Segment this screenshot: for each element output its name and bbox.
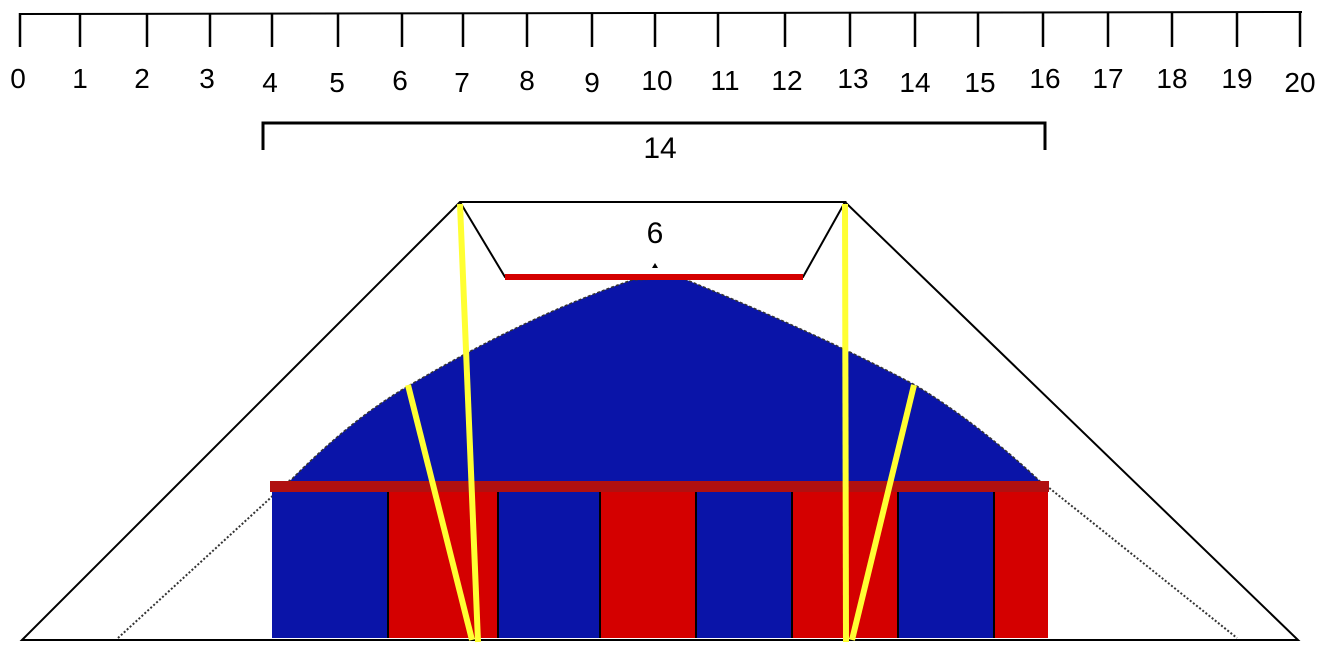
ruler-tick-label: 10 — [641, 65, 672, 96]
ruler: 0 1 2 3 4 5 6 7 8 9 10 11 12 13 14 15 16… — [10, 11, 1316, 98]
yellow-guy-left — [405, 384, 475, 641]
tent-walls — [272, 490, 1048, 638]
ruler-tick-label: 15 — [964, 67, 995, 98]
ruler-tick-label: 20 — [1284, 67, 1315, 98]
inner-slope-right — [1042, 482, 1238, 639]
ruler-tick-label: 18 — [1156, 63, 1187, 94]
eave-beam — [270, 481, 1049, 492]
wall-stripe — [696, 490, 792, 638]
yellow-guy-right — [849, 384, 917, 641]
yellow-pole-right — [842, 203, 849, 643]
wall-stripe — [994, 490, 1048, 638]
yellow-pole-left — [457, 203, 481, 643]
ruler-tick-label: 1 — [72, 63, 88, 94]
width-label: 14 — [643, 132, 676, 165]
ruler-tick-label: 8 — [519, 65, 535, 96]
top-dimension: 6 — [459, 201, 847, 280]
ruler-tick-label: 12 — [771, 65, 802, 96]
wall-stripe — [898, 490, 994, 638]
ruler-tick-label: 0 — [10, 63, 26, 94]
wall-stripe — [272, 490, 388, 638]
ruler-tick-label: 19 — [1221, 63, 1252, 94]
ruler-tick-label: 13 — [837, 63, 868, 94]
ruler-tick-label: 6 — [392, 65, 408, 96]
width-bracket — [261, 121, 1047, 150]
inner-slope-left — [117, 479, 291, 639]
ruler-tick-label: 4 — [262, 67, 278, 98]
ruler-tick-label: 17 — [1092, 63, 1123, 94]
width-dimension: 14 — [261, 121, 1047, 165]
ruler-tick-label: 7 — [454, 67, 470, 98]
ruler-tick-label: 3 — [199, 63, 215, 94]
top-arrow-mark — [652, 263, 658, 268]
wall-stripe — [498, 490, 600, 638]
top-label: 6 — [647, 217, 664, 250]
tent-roof — [283, 277, 1045, 487]
ruler-tick-label: 2 — [134, 63, 150, 94]
wall-stripe — [600, 490, 696, 638]
ruler-tick-label: 16 — [1029, 63, 1060, 94]
ruler-tick-label: 11 — [710, 65, 739, 96]
ruler-baseline — [19, 11, 1303, 15]
yellow-supports — [405, 203, 917, 643]
ruler-tick-label: 5 — [329, 67, 345, 98]
ruler-tick-label: 14 — [899, 67, 930, 98]
ruler-tick-label: 9 — [584, 67, 600, 98]
